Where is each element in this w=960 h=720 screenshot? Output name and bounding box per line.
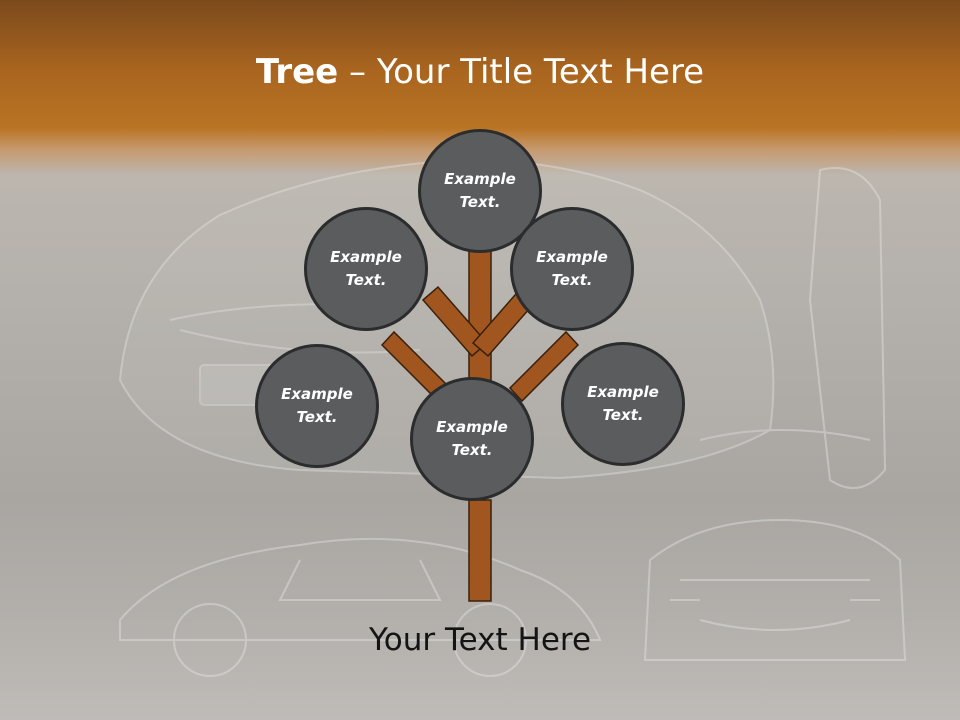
tree-node-upper-right: Example Text.: [510, 207, 634, 331]
trunk-lower: [468, 499, 492, 602]
tree-node-top: Example Text.: [418, 129, 542, 253]
tree-node-upper-right-label: Example Text.: [536, 248, 608, 289]
tree-node-top-label: Example Text.: [444, 170, 516, 211]
tree-node-center: Example Text.: [410, 377, 534, 501]
tree-node-lower-right: Example Text.: [561, 342, 685, 466]
tree-node-center-label: Example Text.: [436, 418, 508, 459]
title-bold: Tree: [255, 52, 339, 92]
footer-text: Your Text Here: [368, 622, 592, 658]
tree-node-upper-left-label: Example Text.: [330, 248, 402, 289]
tree-node-lower-left: Example Text.: [255, 344, 379, 468]
title-rest: – Your Title Text Here: [338, 52, 705, 92]
slide-title: Tree – Your Title Text Here: [0, 52, 960, 92]
trunk-upper: [468, 244, 492, 391]
tree-node-lower-left-label: Example Text.: [281, 385, 353, 426]
branch-right-lower: [508, 330, 580, 403]
tree-node-upper-left: Example Text.: [304, 207, 428, 331]
tree-node-lower-right-label: Example Text.: [587, 383, 659, 424]
